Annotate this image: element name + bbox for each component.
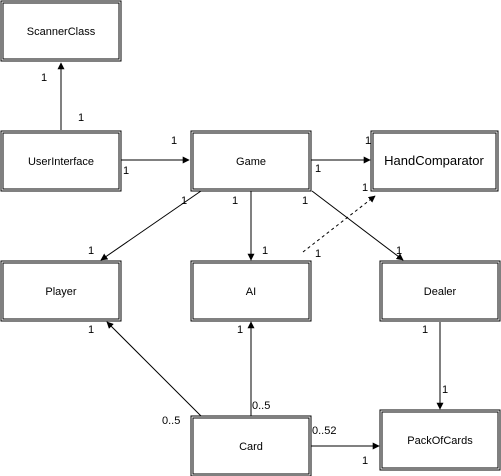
mult-card-pack-dst: 1	[362, 455, 368, 467]
mult-game-ai-dst: 1	[262, 245, 268, 257]
mult-card-ai-src: 0..5	[252, 400, 270, 412]
class-card-label: Card	[239, 441, 263, 453]
edge-game-dealer	[311, 190, 404, 261]
mult-ui-game-dst: 1	[171, 135, 177, 147]
mult-game-ai-src: 1	[232, 195, 238, 207]
connectors	[57, 62, 444, 450]
class-card[interactable]: Card	[190, 415, 312, 476]
mult-card-player-src: 0..5	[162, 415, 180, 427]
class-scannerclass-label: ScannerClass	[27, 26, 96, 38]
mult-game-hand-dst: 1	[365, 135, 371, 147]
mult-dealer-pack-dst: 1	[442, 384, 448, 396]
edge-ai-hand	[302, 195, 376, 253]
mult-game-dealer-src: 1	[302, 195, 308, 207]
class-packofcards[interactable]: PackOfCards	[379, 409, 501, 471]
class-packofcards-label: PackOfCards	[407, 435, 473, 447]
class-userinterface[interactable]: UserInterface	[0, 130, 122, 192]
class-ai[interactable]: AI	[190, 260, 312, 322]
mult-card-pack-src: 0..52	[312, 425, 336, 437]
mult-game-hand-src: 1	[315, 163, 321, 175]
mult-game-dealer-dst: 1	[396, 245, 402, 257]
mult-game-player-src: 1	[181, 195, 187, 207]
class-dealer[interactable]: Dealer	[379, 260, 501, 322]
mult-game-player-dst: 1	[88, 245, 94, 257]
class-game-label: Game	[236, 156, 266, 168]
mult-dealer-pack-src: 1	[422, 324, 428, 336]
mult-card-player-dst: 1	[88, 324, 94, 336]
class-scannerclass[interactable]: ScannerClass	[0, 0, 122, 62]
class-handcomparator[interactable]: HandComparator	[370, 130, 499, 192]
class-player[interactable]: Player	[0, 260, 122, 322]
class-ai-label: AI	[246, 286, 256, 298]
edge-game-player	[100, 190, 202, 261]
mult-card-ai-dst: 1	[237, 324, 243, 336]
mult-ui-scanner-src: 1	[78, 112, 84, 124]
mult-ai-hand-src: 1	[315, 248, 321, 260]
edge-card-player	[106, 321, 202, 417]
class-player-label: Player	[45, 286, 77, 298]
mult-ui-scanner-dst: 1	[41, 72, 47, 84]
class-handcomparator-label: HandComparator	[384, 153, 484, 168]
mult-ai-hand-dst: 1	[362, 182, 368, 194]
mult-ui-game-src: 1	[123, 165, 129, 177]
class-dealer-label: Dealer	[424, 286, 457, 298]
class-userinterface-label: UserInterface	[28, 156, 94, 168]
class-game[interactable]: Game	[190, 130, 312, 192]
multiplicity-labels: 1 1 1 1 1 1 1 1 1 1 1 1 1 1 1 0..5 1 0..…	[41, 72, 448, 467]
